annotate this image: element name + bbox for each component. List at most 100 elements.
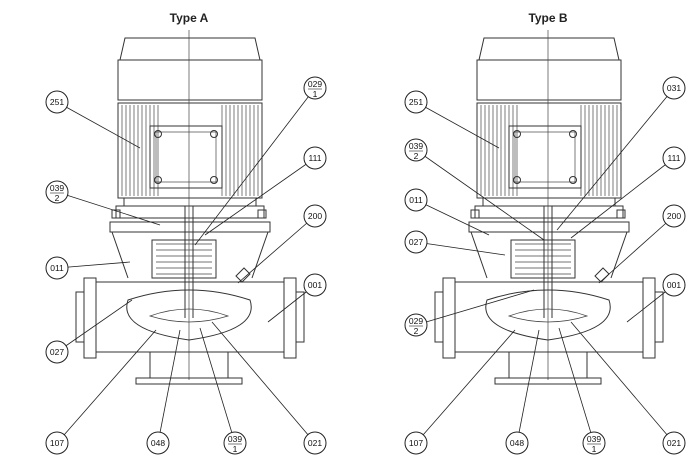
bracket-top	[109, 221, 271, 233]
motor-top-cover	[478, 37, 620, 61]
diagram-title: Type B	[528, 11, 567, 25]
leader-line	[415, 241, 506, 256]
leader-line	[56, 191, 161, 226]
motor-top-cover	[119, 37, 261, 61]
callout-label: 048	[151, 438, 165, 448]
leader-line	[56, 101, 141, 149]
volute	[126, 289, 252, 341]
casing-legs	[508, 352, 588, 378]
bracket-sides	[111, 231, 269, 279]
motor-flange	[123, 197, 257, 207]
outlet-flange	[283, 277, 297, 359]
callout-label: 021	[667, 438, 681, 448]
callout-circle	[662, 146, 686, 170]
terminal-box	[149, 125, 223, 189]
pump-casing	[454, 281, 644, 353]
flange-bolt	[257, 209, 267, 219]
leader-line	[199, 327, 236, 444]
flange-bolt	[616, 209, 626, 219]
leader-line	[194, 87, 316, 246]
leader-line	[56, 261, 131, 269]
callout-sub-label: 2	[414, 151, 419, 161]
callout-circle	[404, 313, 428, 337]
leader-line	[415, 199, 490, 236]
leader-line	[56, 299, 133, 353]
callout-label: 251	[50, 97, 64, 107]
callout-sub-label: 1	[313, 89, 318, 99]
mechanical-seal	[510, 239, 576, 279]
callout-circle	[505, 431, 529, 455]
leader-line	[237, 215, 316, 284]
callout-label: 107	[50, 438, 64, 448]
vent-plug	[235, 267, 251, 283]
callout-circle	[404, 90, 428, 114]
flange-bolt	[111, 209, 121, 219]
impeller	[148, 308, 230, 323]
callout-circle	[303, 273, 327, 297]
leader-line	[415, 329, 516, 444]
callout-sub-label: 2	[55, 193, 60, 203]
callout-label: 031	[667, 83, 681, 93]
bracket-top	[468, 221, 630, 233]
callout-label: 001	[308, 280, 322, 290]
callout-label: 111	[309, 153, 322, 163]
volute	[485, 289, 611, 341]
inlet-flange	[442, 277, 456, 359]
callout-circle	[662, 431, 686, 455]
callout-label: 111	[668, 153, 681, 163]
outlet-flange-face	[654, 291, 664, 343]
callout-circle	[662, 204, 686, 228]
terminal-box-inner	[155, 131, 217, 183]
leader-line	[415, 149, 545, 241]
motor-mount-flange	[474, 205, 624, 219]
leader-line	[556, 87, 675, 231]
impeller	[507, 308, 589, 323]
callout-label: 011	[409, 195, 423, 205]
callout-circle	[146, 431, 170, 455]
callout-circle	[303, 146, 327, 170]
callout-label: 200	[667, 211, 681, 221]
leader-line	[56, 329, 157, 444]
leader-line	[415, 101, 500, 149]
diagram-title: Type A	[170, 11, 209, 25]
terminal-bolt	[513, 176, 521, 184]
callout-circle	[404, 230, 428, 254]
pump-casing	[95, 281, 285, 353]
callout-label: 027	[50, 347, 64, 357]
leader-line	[157, 329, 181, 444]
callout-label: 029	[409, 316, 423, 326]
callout-circle	[45, 340, 69, 364]
leader-line	[558, 327, 595, 444]
leader-line	[516, 329, 540, 444]
motor-fan-cover	[476, 59, 622, 101]
leader-line	[570, 157, 675, 239]
terminal-bolt	[154, 176, 162, 184]
mechanical-seal	[151, 239, 217, 279]
leader-line	[204, 157, 316, 236]
terminal-bolt	[210, 176, 218, 184]
terminal-box-inner	[514, 131, 576, 183]
callout-circle	[45, 180, 69, 204]
callout-sub-label: 2	[414, 326, 419, 336]
callout-circle	[303, 204, 327, 228]
leader-line	[415, 289, 535, 326]
callout-label: 048	[510, 438, 524, 448]
pump-base	[494, 377, 602, 385]
terminal-box	[508, 125, 582, 189]
callout-circle	[223, 431, 247, 455]
callout-label: 001	[667, 280, 681, 290]
callout-circle	[45, 431, 69, 455]
terminal-bolt	[210, 130, 218, 138]
pump-base	[135, 377, 243, 385]
callout-label: 039	[228, 434, 242, 444]
callout-label: 039	[50, 183, 64, 193]
callout-circle	[582, 431, 606, 455]
leader-line	[211, 321, 316, 444]
callout-sub-label: 1	[592, 444, 597, 454]
callout-label: 027	[409, 237, 423, 247]
motor-flange	[482, 197, 616, 207]
terminal-bolt	[154, 130, 162, 138]
flange-bolt	[470, 209, 480, 219]
